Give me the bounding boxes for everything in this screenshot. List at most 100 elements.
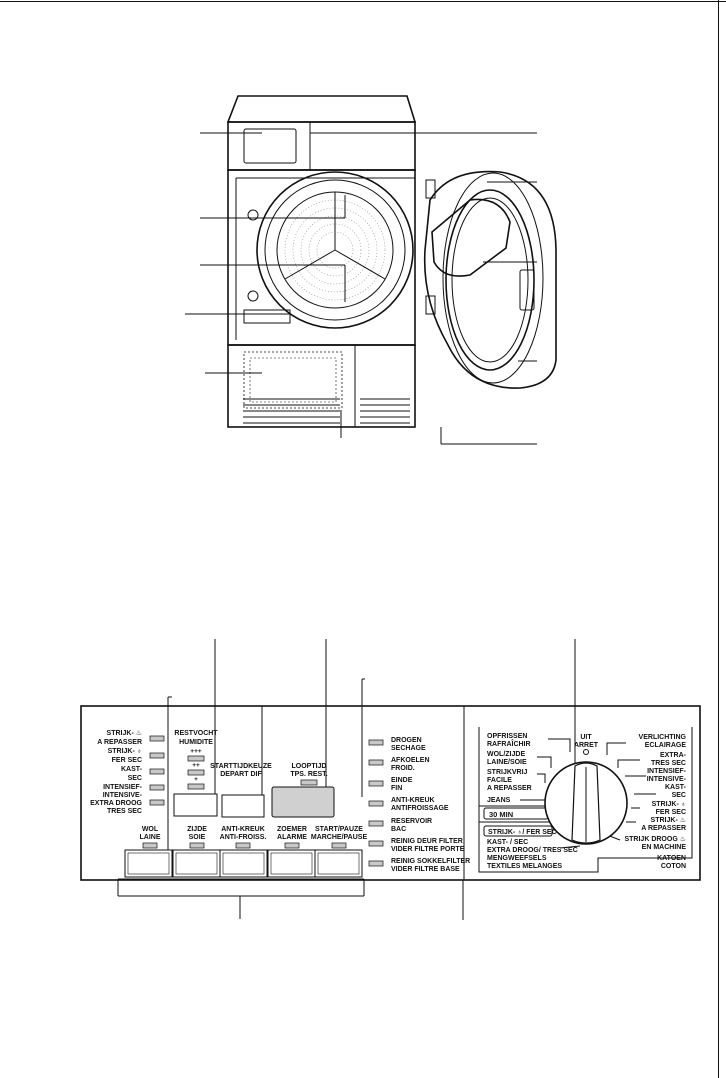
dial-label-fr: A REPASSER <box>641 825 686 832</box>
door-filter <box>431 198 511 277</box>
indicator-light <box>331 842 347 849</box>
restvocht-label-fr: HUMIDITE <box>179 739 213 746</box>
dial-off-label-fr: ARRET <box>574 742 599 749</box>
dial-label-fr: A REPASSER <box>487 785 532 792</box>
starttijd-label: STARTTIJDKEUZE <box>210 763 272 770</box>
status-label: AFKOELEN <box>391 757 430 764</box>
prog-label: STRIJK- ♁ <box>108 748 142 755</box>
program-selector-area: OPFRISSEN RAFRAÎCHIR WOL/ZIJDE LAINE/SOI… <box>478 727 693 873</box>
dryer-top <box>226 95 417 123</box>
ventilation-grille <box>243 398 410 424</box>
status-label-fr: FIN <box>391 785 402 792</box>
dial-label: STRIJK- ♨ <box>651 816 686 824</box>
dial-label: KAST- / SEC <box>487 839 528 846</box>
starttijd-section: STARTTIJDKEUZE DEPART DIF <box>210 763 272 818</box>
button-label: ZOEMER <box>277 826 307 833</box>
prog-label: STRIJK- ♨ <box>107 729 142 737</box>
dial-label: STRIJKVRIJ <box>487 769 528 776</box>
looptijd-label: LOOPTIJD <box>291 763 326 770</box>
indicator-light <box>368 820 384 827</box>
indicator-light <box>235 842 251 849</box>
dial-label: INTENSIEF- <box>647 768 687 775</box>
dial-label: 30 MIN <box>489 810 513 819</box>
indicator-light <box>187 783 205 790</box>
button-label-fr: ANTI-FROISS. <box>220 834 267 841</box>
dial-bracket <box>478 727 693 873</box>
restvocht-label: RESTVOCHT <box>174 730 218 737</box>
dial-label-fr: TRES SEC <box>651 760 686 767</box>
indicator-light <box>368 759 384 766</box>
starttijd-button[interactable] <box>221 794 265 818</box>
button-label-fr: LAINE <box>140 834 161 841</box>
dial-label: EXTRA- <box>660 752 687 759</box>
dial-label: STRIJK- ♁/ FER SEC <box>488 829 557 836</box>
dial-label: STRIJK DROOG ♨ <box>624 835 686 843</box>
prog-label: FER SEC <box>112 757 142 764</box>
indicator-light <box>149 799 165 806</box>
dial-label-fr: INTENSIVE- <box>647 776 687 783</box>
status-label-fr: VIDER FILTRE BASE <box>391 866 460 873</box>
button-label: ANTI-KREUK <box>221 826 265 833</box>
off-marker <box>583 749 589 755</box>
status-label: ANTI-KREUK <box>391 797 435 804</box>
button-label: ZIJDE <box>187 826 207 833</box>
restvocht-button[interactable] <box>173 793 218 817</box>
callout-lines-panel <box>117 639 576 920</box>
dial-label-fr: TEXTILES MELANGES <box>487 863 562 870</box>
left-program-list: STRIJK- ♨ A REPASSER STRIJK- ♁ FER SEC K… <box>90 729 165 815</box>
status-label-fr: FROID. <box>391 765 415 772</box>
prog-label: KAST- <box>121 766 143 773</box>
dial-label: KAST- <box>665 784 687 791</box>
door-seal <box>445 189 535 371</box>
dial-off-label: UIT <box>580 734 592 741</box>
dial-label: STRIJK- ♁ <box>652 801 686 808</box>
dial-label: JEANS <box>487 797 511 804</box>
indicator-light <box>149 735 165 742</box>
indicator-light <box>368 780 384 787</box>
status-label: REINIG DEUR FILTER <box>391 838 463 845</box>
indicator-light <box>149 752 165 759</box>
button-label-fr: MARCHE/PAUSE <box>311 834 368 841</box>
indicator-light <box>149 768 165 775</box>
indicator-light <box>368 840 384 847</box>
indicator-light <box>284 842 300 849</box>
dial-label: MENGWEEFSELS <box>487 855 547 862</box>
indicator-light <box>189 842 205 849</box>
dial-label: KATOEN <box>657 855 686 862</box>
dial-label-fr: LAINE/SOIE <box>487 759 527 766</box>
prog-label: EXTRA DROOG <box>90 800 142 807</box>
prog-label: INTENSIEF- <box>103 784 143 791</box>
indicator-light <box>368 739 384 746</box>
dial-label-fr: ECLAIRAGE <box>645 742 687 749</box>
prog-label: SEC <box>128 775 142 782</box>
dial-label-fr: SEC <box>672 792 686 799</box>
indicator-light <box>300 779 318 786</box>
status-label: EINDE <box>391 777 413 784</box>
water-container-outline <box>243 128 297 164</box>
dial-label: WOL/ZIJDE <box>487 751 525 758</box>
program-dial[interactable] <box>544 761 628 845</box>
dial-label-fr: FER SEC <box>656 809 686 816</box>
drum-opening <box>256 171 414 329</box>
status-label: DROGEN <box>391 737 422 744</box>
dial-label: OPFRISSEN <box>487 733 527 740</box>
prog-label: INTENSIVE- <box>103 792 143 799</box>
starttijd-label-fr: DEPART DIF <box>220 771 262 778</box>
dial-label-fr: RAFRAÎCHIR <box>487 739 531 748</box>
time-display <box>271 786 335 818</box>
button-label: WOL <box>142 826 159 833</box>
looptijd-label-fr: TPS. REST. <box>290 771 327 778</box>
dial-label-fr: EN MACHINE <box>642 844 687 851</box>
dial-label: VERLICHTING <box>639 734 687 741</box>
status-label: REINIG SOKKELFILTER <box>391 858 470 865</box>
status-label: RESERVOIR <box>391 818 432 825</box>
button-label-fr: ALARME <box>277 834 307 841</box>
indicator-light <box>187 755 205 762</box>
open-door <box>423 170 557 389</box>
dial-label: EXTRA DROOG/ TRES SEC <box>487 847 578 854</box>
control-panel: STRIJK- ♨ A REPASSER STRIJK- ♁ FER SEC K… <box>80 639 701 920</box>
dryer-illustration <box>185 95 557 445</box>
level-label: ++ <box>192 762 200 769</box>
status-label-fr: BAC <box>391 826 406 833</box>
